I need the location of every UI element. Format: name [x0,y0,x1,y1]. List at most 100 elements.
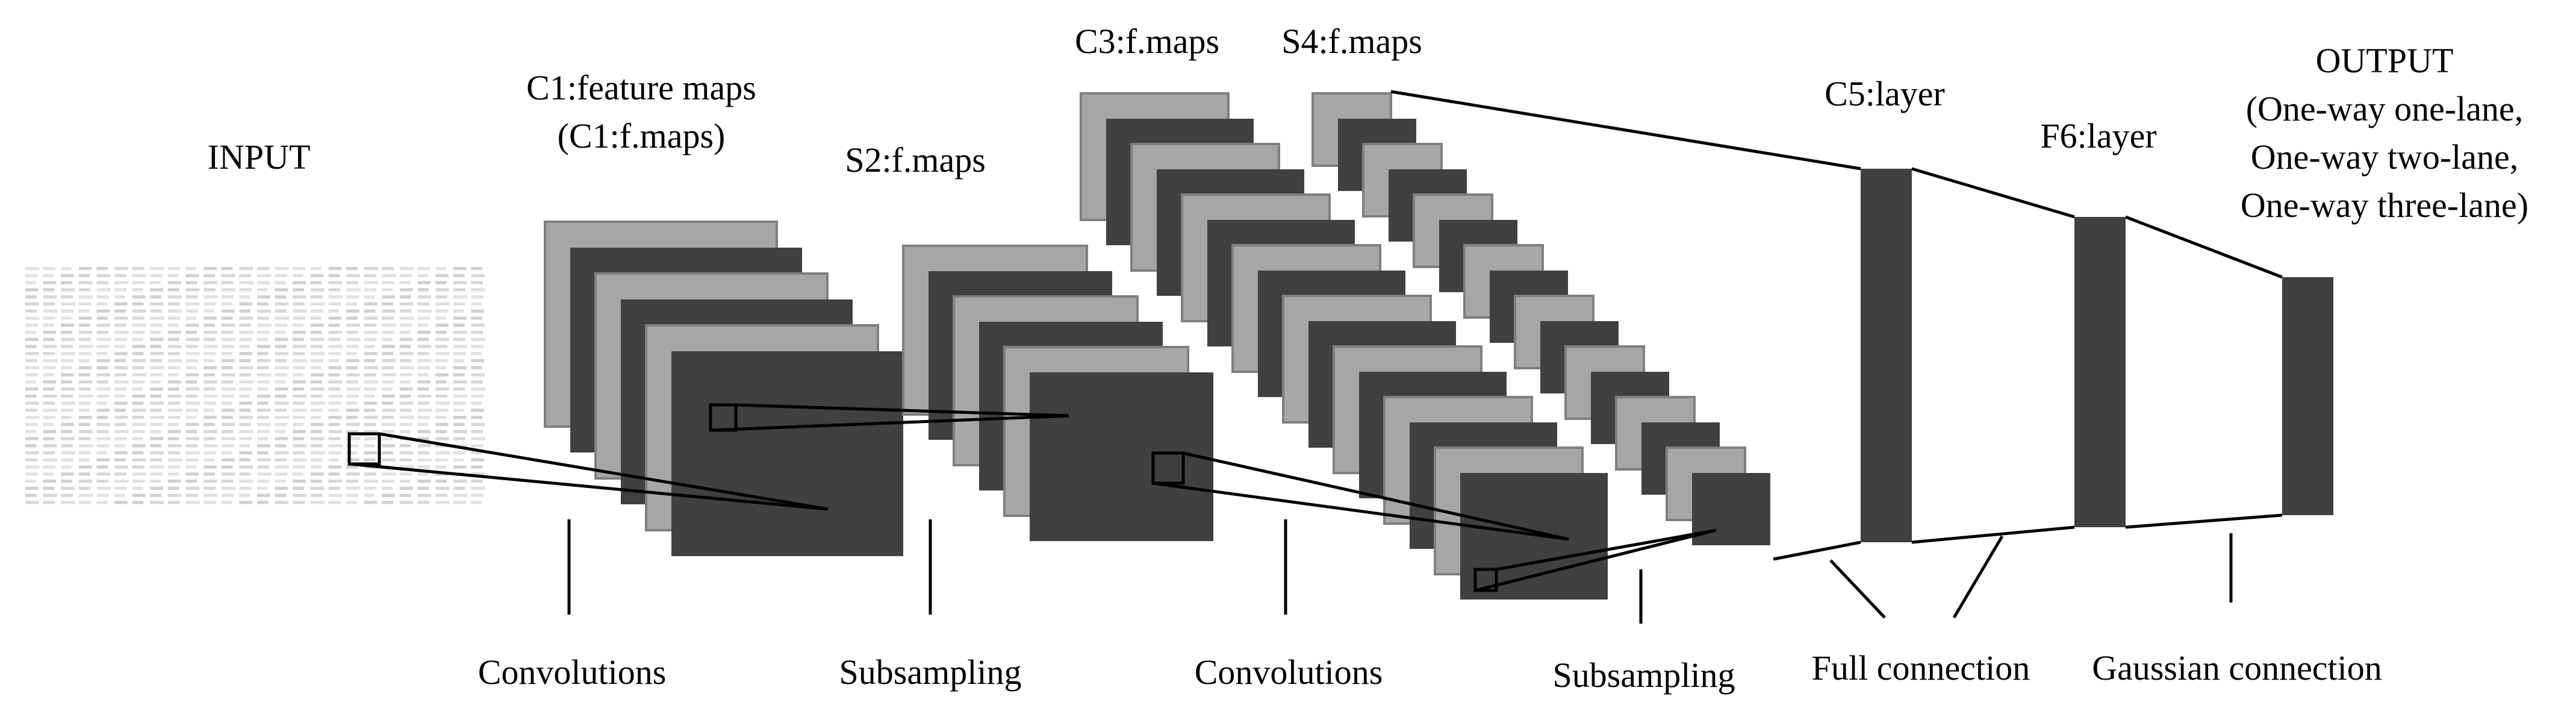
input-pixel [25,324,38,327]
input-pixel [114,422,126,427]
input-pixel [435,373,449,377]
input-pixel [167,345,182,348]
input-pixel [328,444,343,448]
input-pixel [453,352,466,355]
input-pixel [346,437,361,440]
input-pixel [453,458,464,462]
input-pixel [96,409,110,412]
input-pixel [417,352,430,355]
input-pixel [96,472,111,476]
input-pixel [453,422,465,427]
input-pixel [43,493,57,497]
input-pixel [221,373,235,377]
s4-feature-maps [1311,92,1770,545]
input-pixel [150,359,162,363]
input-pixel [257,465,269,469]
input-pixel [114,394,125,398]
c5-to-f6-line-top [1911,167,2075,219]
input-pixel [471,486,485,490]
input-pixel [150,409,162,412]
input-pixel [453,281,467,284]
input-pixel [114,401,128,405]
input-pixel [204,422,215,427]
input-pixel [275,373,288,377]
input-pixel [221,401,232,405]
input-pixel [96,352,108,355]
input-pixel [204,267,217,271]
input-pixel [275,309,287,313]
input-pixel [132,416,145,419]
input-pixel [435,486,449,490]
input-pixel [239,444,250,448]
input-pixel [471,437,485,440]
input-pixel [435,345,447,348]
input-pixel [417,444,432,448]
input-pixel [382,472,396,476]
input-pixel [185,394,198,398]
input-pixel [328,401,341,405]
input-pixel [275,387,288,391]
input-pixel [417,387,429,391]
input-pixel [239,366,253,369]
input-pixel [167,288,179,292]
input-pixel [78,316,92,320]
input-pixel [417,302,430,306]
c5-label: C5:layer [1825,74,1945,113]
input-pixel [328,465,342,469]
input-pixel [257,380,270,384]
input-pixel [114,430,129,433]
input-pixel [114,288,127,292]
input-pixel [435,366,446,369]
input-pixel [310,324,324,327]
input-pixel [310,274,324,278]
input-pixel [78,479,93,483]
input-pixel [25,274,38,278]
input-pixel [310,493,323,497]
input-pixel [293,451,305,455]
input-pixel [346,337,361,341]
input-pixel [167,387,179,391]
input-pixel [399,274,412,278]
input-pixel [364,451,378,455]
input-pixel [364,437,377,440]
input-pixel [328,380,343,384]
input-pixel [61,437,75,440]
input-pixel [471,366,482,369]
input-pixel [399,451,414,455]
input-pixel [417,430,431,433]
input-pixel [346,493,359,497]
input-pixel [417,501,430,504]
input-pixel [257,401,269,405]
input-pixel [293,409,307,412]
input-pixel [61,380,72,384]
input-pixel [453,345,468,348]
input-pixel [399,288,413,292]
input-pixel [346,451,357,455]
input-pixel [417,267,431,271]
input-pixel [150,422,163,427]
input-pixel [471,444,484,448]
input-pixel [78,486,91,490]
input-pixel [293,274,303,278]
connection-lines [347,90,2283,592]
input-pixel [435,337,449,341]
input-pixel [132,345,146,348]
input-pixel [61,281,72,284]
output-label-line4: One-way three-lane) [2241,186,2528,225]
input-pixel [25,501,39,504]
input-pixel [453,337,465,341]
input-pixel [275,437,288,440]
input-pixel [25,451,39,455]
input-pixel [293,479,306,483]
input-pixel [328,479,343,483]
input-pixel [346,274,360,278]
input-pixel [150,472,163,476]
input-pixel [346,387,361,391]
input-pixel [150,274,163,278]
input-pixel [346,302,357,306]
c1-to-s2-line-top [735,403,1069,418]
input-pixel [185,337,200,341]
input-pixel [328,345,343,348]
input-pixel [257,302,269,306]
s4-label: S4:f.maps [1281,22,1422,61]
